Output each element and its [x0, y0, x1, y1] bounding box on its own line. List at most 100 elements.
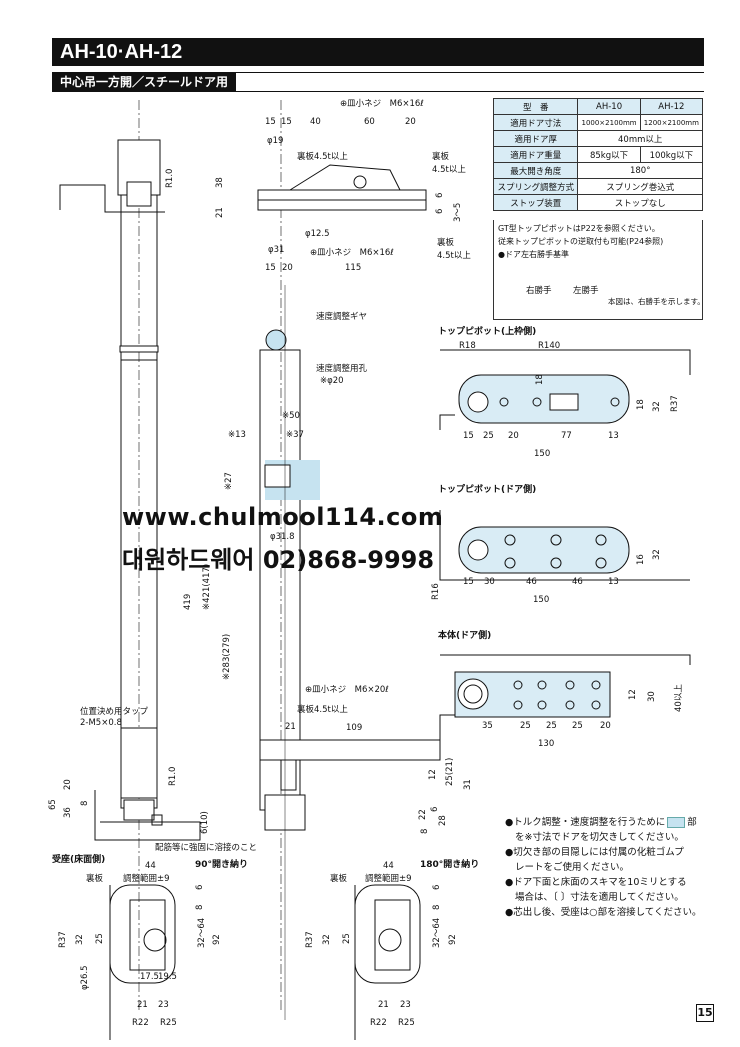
dim-r16: R16: [431, 583, 441, 600]
dim-r22b: R22: [370, 1018, 387, 1028]
label-plate-bottom: 裏板4.5t以上: [297, 705, 348, 715]
dim-19-5: 19.5: [158, 972, 177, 982]
label-hole-dim: ※φ20: [320, 376, 344, 386]
left-hand-label: 左勝手: [573, 286, 599, 296]
dim-r22: R22: [132, 1018, 149, 1028]
dim-phi125: φ12.5: [305, 229, 330, 239]
dim: 15: [265, 117, 276, 127]
dim-r1: R1.0: [165, 168, 175, 188]
dim-x50: ※50: [282, 411, 300, 421]
dim-6c: 6: [430, 806, 440, 812]
spec-cell: 85kg以下: [577, 146, 641, 163]
dim: 60: [364, 117, 375, 127]
dim: 40: [310, 117, 321, 127]
dim-x283: ※283(279): [222, 633, 232, 680]
dim-x13: ※13: [228, 430, 246, 440]
spec-label: 適用ドア寸法: [492, 114, 579, 131]
hand-note: 本図は、右勝手を示します。: [608, 297, 705, 306]
spec-cell: スプリング巻込式: [577, 178, 703, 195]
dim-32c: 32: [322, 934, 332, 945]
label-tap-2: 2-M5×0.8: [80, 718, 122, 728]
note-line: ●ドア下面と床面のスキマを10ミリとする: [505, 877, 687, 888]
section-top-pivot-door: トップピボット(ドア側): [438, 485, 537, 495]
section-body-door: 本体(ドア側): [438, 631, 492, 641]
dim-r25: R25: [160, 1018, 177, 1028]
spec-label: 適用ドア重量: [492, 146, 579, 163]
notes: ●トルク調整・速度調整を行うために部 を※寸法でドアを切欠きしてください。 ●切…: [505, 815, 715, 920]
dim-r37: R37: [58, 931, 68, 948]
spec-cell: 1000×2100mm: [577, 114, 641, 131]
dim-21: 21: [137, 1000, 148, 1010]
dim: 20: [600, 721, 611, 731]
note-line: ●切欠き部の目隠しには付属の化粧ゴムプ: [505, 847, 684, 858]
spec-notes: GT型トップピボットはP22を参照ください。 従来トップピボットの逆取付も可能(…: [493, 220, 705, 320]
spec-label: スプリング調整方式: [492, 178, 579, 195]
dim-8c: 8: [432, 904, 442, 910]
dim-32-64b: 32〜64: [432, 917, 442, 948]
spec-header-ah10: AH-10: [577, 98, 641, 115]
dim-20: 20: [63, 779, 73, 790]
dim-r37b: R37: [305, 931, 315, 948]
dim-419: 419: [183, 593, 193, 610]
dim-25b: 25: [342, 933, 352, 944]
dim: 20: [405, 117, 416, 127]
dim-23b: 23: [400, 1000, 411, 1010]
label-plate-right: 裏板: [432, 152, 450, 162]
label-plate-180: 裏板: [330, 874, 348, 884]
note-line: ●トルク調整・速度調整を行うために部: [505, 817, 697, 828]
label-screw-bottom: ⊕皿小ネジ M6×20ℓ: [305, 685, 389, 695]
dim-x27: ※27: [224, 472, 234, 490]
dim-8b: 8: [420, 828, 430, 834]
dim-32: 32: [652, 401, 662, 412]
dim-21b: 21: [285, 722, 296, 732]
spec-cell: 100kg以下: [639, 146, 704, 163]
spec-cell: 180°: [577, 162, 703, 179]
label-range-180: 調整範囲±9: [365, 874, 412, 884]
dim-32b: 32: [652, 549, 662, 560]
dim-25-21: 25(21): [445, 757, 455, 786]
label-rebar: 配筋等に強固に溶接のこと: [155, 843, 258, 853]
dim-21: 21: [215, 207, 225, 218]
dim-8: 8: [80, 800, 90, 806]
dim-40: 40以上: [674, 684, 684, 712]
dim-6a: 6: [435, 192, 445, 198]
dim: 13: [608, 431, 619, 441]
dim: 30: [484, 577, 495, 587]
watermark-url: www.chulmool114.com: [122, 503, 444, 531]
label-plate-mid: 裏板: [437, 238, 455, 248]
dim-6b: 6: [432, 884, 442, 890]
dim: 20: [508, 431, 519, 441]
dim-x37: ※37: [286, 430, 304, 440]
dim: 77: [561, 431, 572, 441]
label-plate-right-2: 4.5t以上: [432, 165, 466, 175]
right-hand-label: 右勝手: [526, 286, 552, 296]
label-gear: 速度調整ギヤ: [316, 312, 368, 322]
label-plate-top: 裏板4.5t以上: [297, 152, 348, 162]
dim: 15: [463, 431, 474, 441]
dim-17-5: 17.5: [140, 972, 159, 982]
dim-21c: 21: [378, 1000, 389, 1010]
label-hole: 速度調整用孔: [316, 364, 368, 374]
dim-92b: 92: [448, 934, 458, 945]
dim: 115: [345, 263, 362, 273]
dim-36: 36: [63, 807, 73, 818]
dim-18: 18: [535, 374, 545, 385]
dim: 35: [482, 721, 493, 731]
label-screw-top: ⊕皿小ネジ M6×16ℓ: [340, 99, 424, 109]
section-open-180: 180°開き納り: [420, 860, 480, 870]
page-number: 15: [696, 1004, 714, 1022]
dim-31: 31: [463, 779, 473, 790]
spec-label: 最大開き角度: [492, 162, 579, 179]
spec-header-model: 型 番: [492, 98, 579, 115]
note-line: ●芯出し後、受座は○部を溶接してください。: [505, 907, 702, 918]
dim-38: 38: [215, 177, 225, 188]
dim-109: 109: [346, 723, 363, 733]
dim-r1b: R1.0: [168, 766, 178, 786]
spec-cell: ストップなし: [577, 194, 703, 211]
note-line: 場合は、〔 〕寸法を適用してください。: [515, 892, 684, 903]
section-floor-side: 受座(床面側): [52, 855, 106, 865]
dim-32-64: 32〜64: [197, 917, 207, 948]
label-plate-90: 裏板: [86, 874, 104, 884]
dim-23: 23: [158, 1000, 169, 1010]
page-title: AH-10·AH-12: [52, 38, 704, 66]
